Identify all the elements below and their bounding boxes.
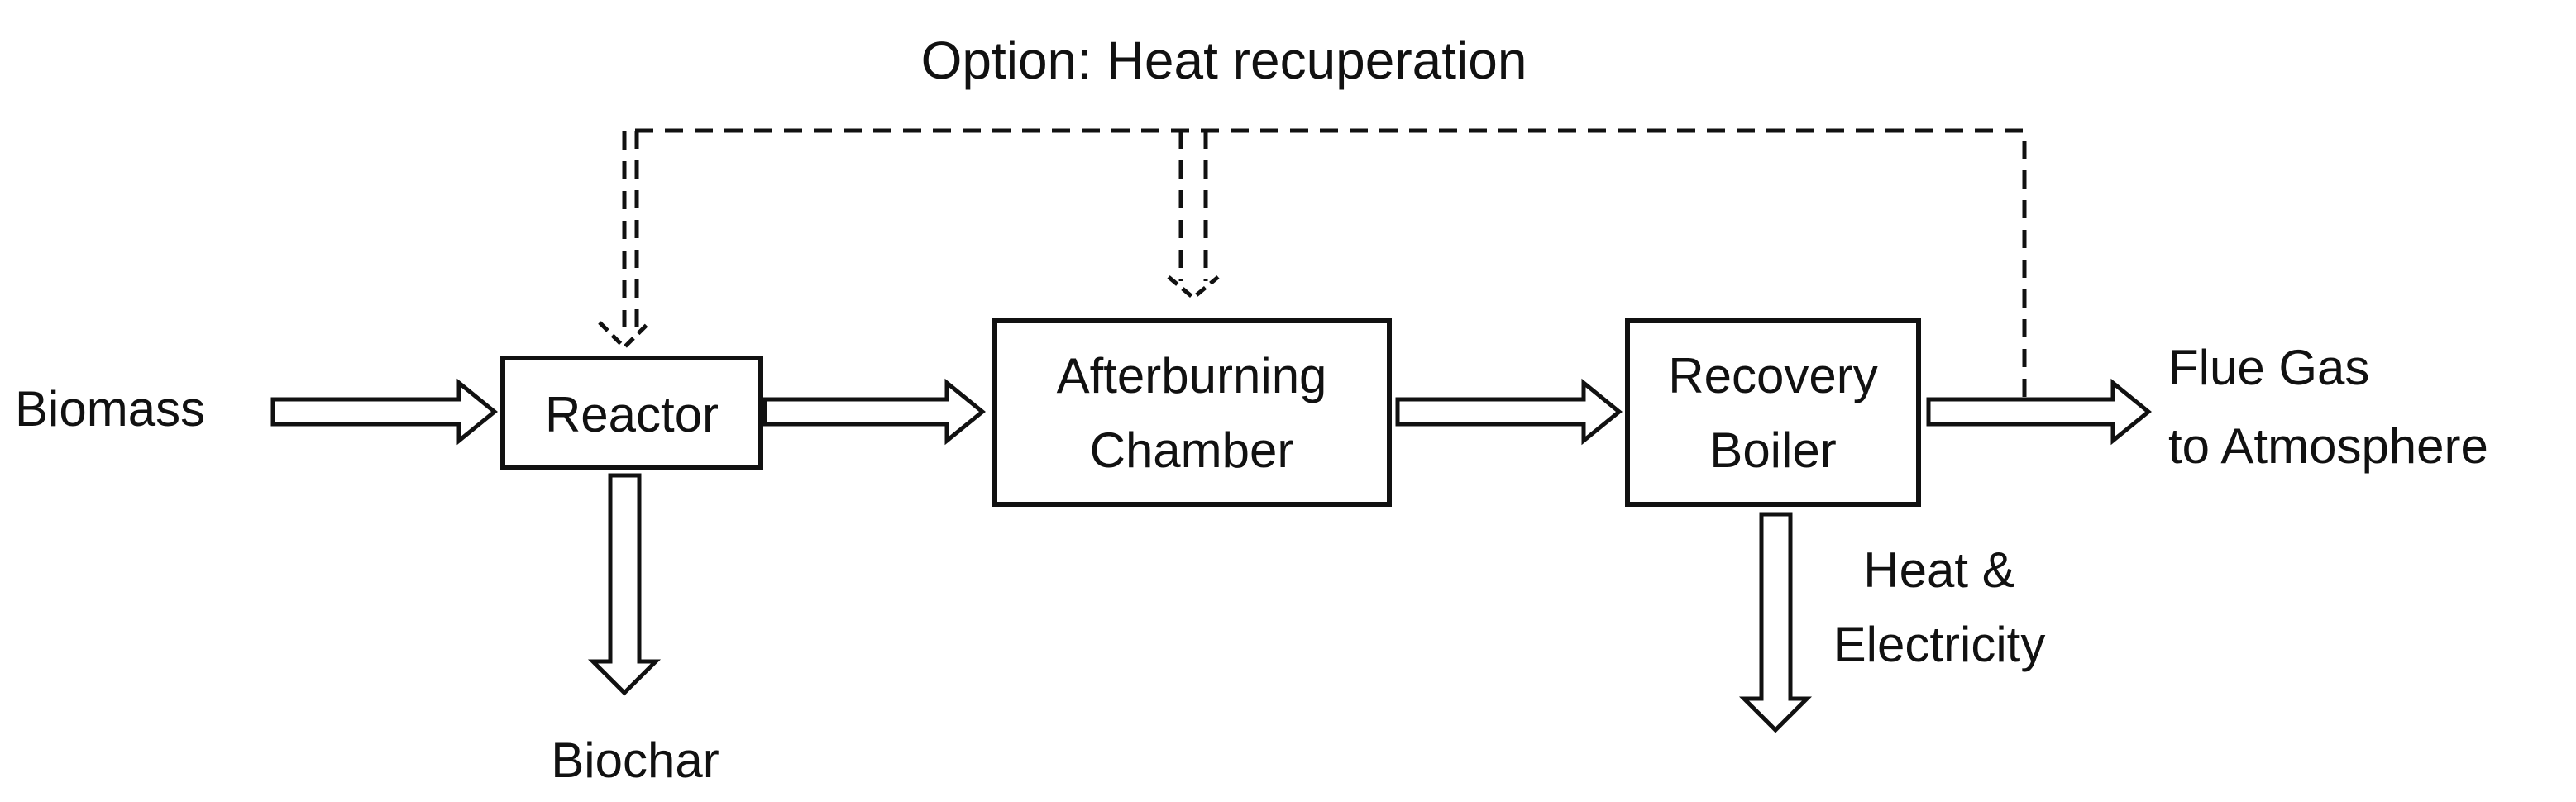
chamber-heat-arrowhead [1167,275,1220,301]
recuperation-line [622,128,2027,397]
afterburning-chamber-box [992,318,1392,507]
flue-gas-label-line1: Flue Gas [2168,340,2369,395]
reactor-block: Reactor [500,356,763,470]
heat-label-line1: Heat & [1863,542,2014,598]
afterburning-label-line2: Chamber [1090,422,1294,478]
recovery-boiler-block: Recovery Boiler [1625,318,1921,507]
reactor-box [500,356,763,470]
reactor-to-chamber-arrow [762,378,986,446]
chamber-heat-branch [1178,131,1208,281]
biochar-arrow [587,473,662,696]
biomass-arrow [270,378,498,446]
afterburning-label-line1: Afterburning [1057,348,1327,403]
recovery-boiler-box [1625,318,1921,507]
afterburning-chamber-block: Afterburning Chamber [992,318,1392,507]
heat-label-line2: Electricity [1833,617,2046,672]
chamber-to-boiler-arrow [1395,378,1623,446]
biomass-label: Biomass [15,381,205,437]
reactor-heat-arrowhead [598,321,651,351]
heat-electricity-arrow [1738,512,1813,733]
flue-gas-arrow [1926,378,2152,446]
heat-recuperation-title: Option: Heat recuperation [921,31,1527,90]
flue-gas-label-line2: to Atmosphere [2168,418,2488,474]
boiler-label-line1: Recovery [1668,348,1877,403]
reactor-label: Reactor [545,387,719,442]
boiler-label-line2: Boiler [1709,422,1836,478]
biochar-label: Biochar [551,733,719,788]
heat-recuperation-loop [598,128,2027,397]
